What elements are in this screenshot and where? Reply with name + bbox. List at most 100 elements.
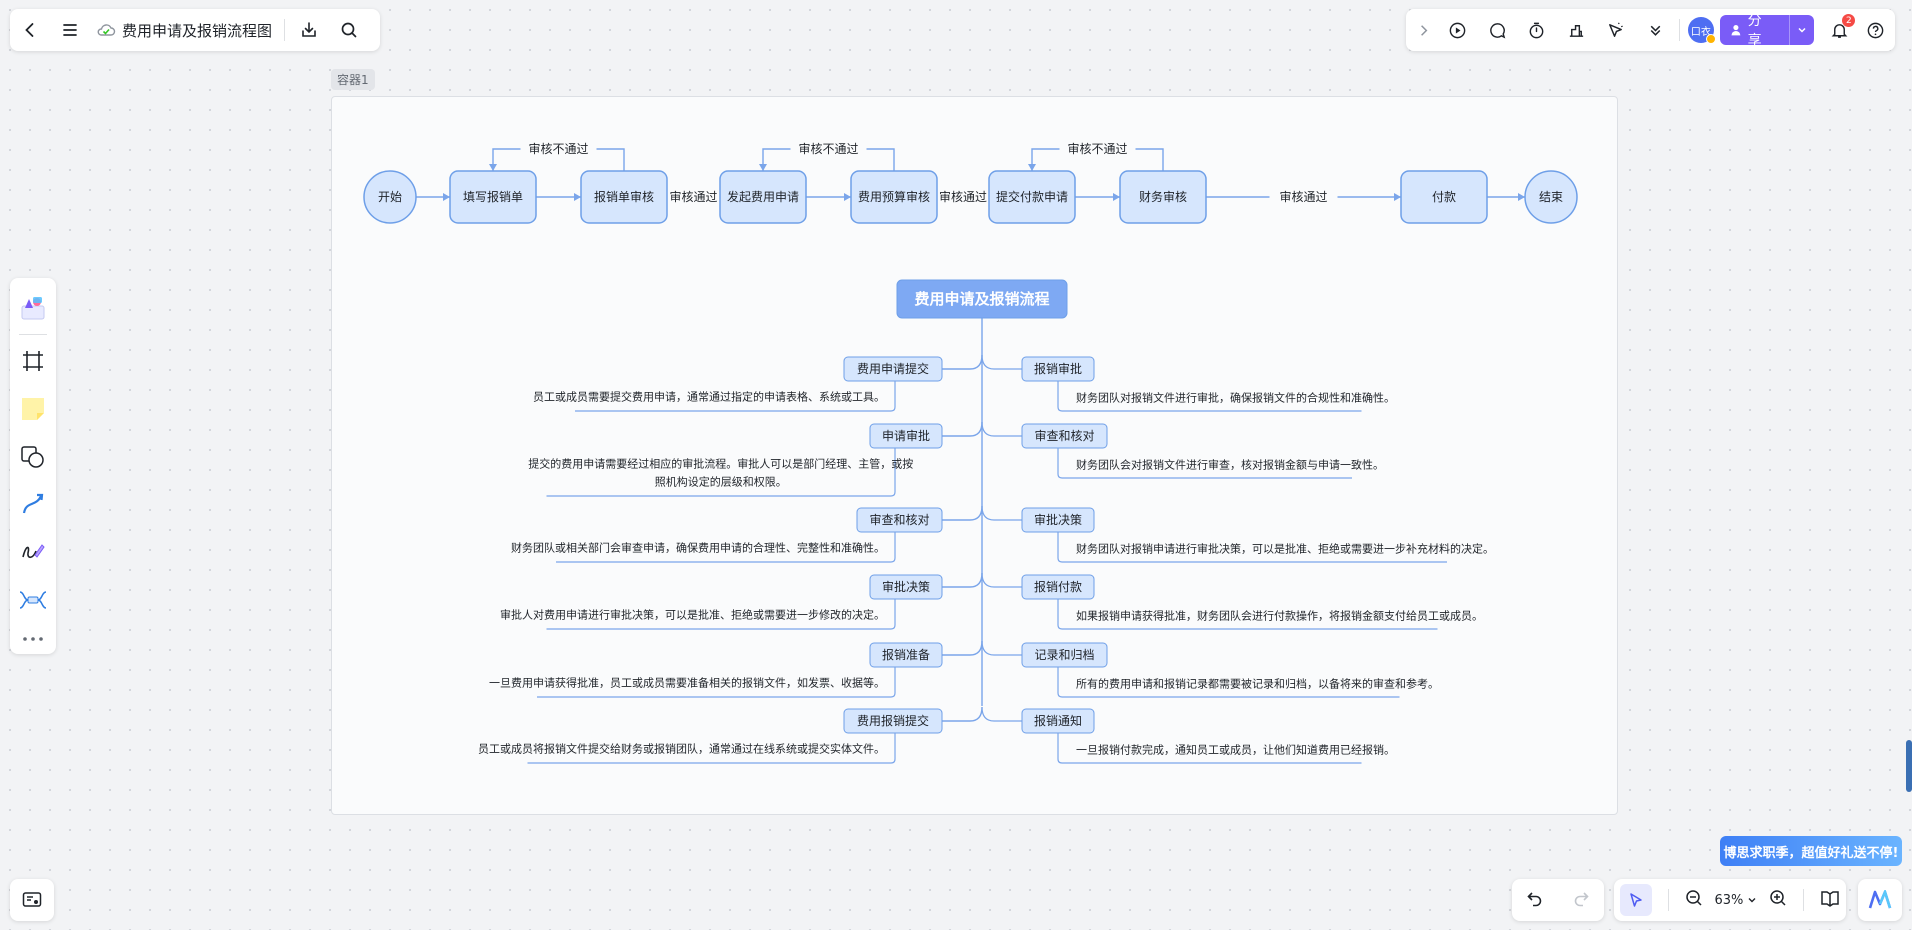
avatar[interactable]: 口衣 [1688,17,1716,44]
mindmap-branch-left[interactable] [869,423,943,449]
vote-button[interactable] [1556,9,1596,51]
zoom-out-icon [1685,890,1702,906]
more-tools-button[interactable] [1636,9,1676,51]
avatar-text: 口衣 [1690,26,1711,38]
comment-button[interactable] [1477,9,1517,51]
search-button[interactable] [329,9,369,51]
flow-node-label: 发起费用申请 [727,189,799,204]
mindmap-leaf-underline [1057,733,1362,764]
pen-tool-button[interactable] [10,528,56,576]
mindmap-leaf-text: 提交的费用申请需要经过相应的审批流程。审批人可以是部门经理、主管，或按 [528,457,913,471]
flow-node-pay[interactable] [1400,170,1488,224]
mindmap-branch-label: 审查和核对 [869,512,929,527]
present-button[interactable] [1438,9,1478,51]
menu-button[interactable] [50,9,90,51]
ai-assistant-button[interactable] [1858,879,1902,921]
vertical-scrollbar[interactable] [1906,740,1912,792]
frame-tool-button[interactable] [10,337,56,385]
mindmap-leaf-underline [527,733,896,764]
mindmap-branch-connector [942,354,983,370]
shape-tool-button[interactable] [10,433,56,481]
download-button[interactable] [289,9,329,51]
timer-button[interactable] [1517,9,1557,51]
flow-node-apply[interactable] [719,170,807,224]
redo-button[interactable] [1572,889,1590,911]
flow-node-finance[interactable] [1119,170,1207,224]
flow-arrowhead [1028,164,1036,171]
mindmap-branch-connector [981,354,1022,370]
template-library-button[interactable] [10,284,56,332]
zoom-out-button[interactable] [1685,889,1703,911]
flow-node-end[interactable] [1524,170,1578,224]
mindmap-leaf-text: 财务团队对报销文件进行审批，确保报销文件的合规性和准确性。 [1076,391,1395,405]
flow-node-fill[interactable] [449,170,537,224]
more-dots-icon [23,637,43,641]
flow-arrowhead [759,164,767,171]
mindmap-leaf-text: 一旦报销付款完成，通知员工或成员，让他们知道费用已经报销。 [1076,743,1395,757]
chevron-down-icon [1748,898,1756,903]
frame-icon [23,350,43,371]
mindmap-leaf-text: 财务团队会对报销文件进行审查，核对报销金额与申请一致性。 [1076,458,1384,472]
flow-node-start[interactable] [363,170,417,224]
more-tools-button[interactable] [10,624,56,654]
container-label[interactable]: 容器1 [331,69,375,90]
fit-view-button[interactable] [1820,889,1840,911]
undo-button[interactable] [1526,889,1544,911]
mindmap-leaf-text: 员工或成员需要提交费用申请，通常通过指定的申请表格、系统或工具。 [533,390,885,404]
edge-label-bg [520,139,597,159]
mindmap-branch-label: 报销付款 [1034,579,1082,594]
flow-node-submitpay[interactable] [988,170,1076,224]
promo-banner[interactable]: 博思求职季，超值好礼送不停! [1720,836,1902,866]
cursor-arrow-icon [1630,893,1642,907]
redo-icon [1574,892,1589,907]
mindmap-branch-left[interactable] [843,708,943,734]
share-button[interactable]: 分享 [1720,15,1789,45]
select-tool-button[interactable] [1619,884,1652,916]
mindmap-branch-connector [942,706,983,722]
mindmap-root[interactable] [896,279,1068,319]
chevron-left-icon [25,23,34,37]
add-user-icon [1731,24,1741,36]
mindmap-branch-left[interactable] [856,507,943,533]
mindmap-branch-label: 审批决策 [1034,512,1082,527]
flow-node-review1[interactable] [580,170,668,224]
back-button[interactable] [10,9,50,51]
edge-label-pass: 审核通过 [1279,189,1327,204]
notification-button[interactable]: 2 [1820,9,1860,51]
flow-node-budget[interactable] [850,170,938,224]
mindmap-tool-button[interactable] [10,576,56,624]
mindmap-branch-right[interactable] [1021,642,1108,668]
zoom-level-dropdown[interactable]: 63% [1715,893,1758,908]
mindmap-branch-label: 审批决策 [882,579,930,594]
podium-icon [1569,24,1583,37]
collapse-toolbar-button[interactable] [1410,9,1438,51]
edge-label-bg [659,187,728,207]
mindmap-branch-connector [981,640,1022,656]
zoom-in-icon [1770,890,1786,906]
help-button[interactable] [1859,9,1891,51]
shapes-icon [21,445,44,468]
document-title[interactable]: 费用申请及报销流程图 [122,21,273,40]
mindmap-icon [19,591,47,609]
minimap-button[interactable] [10,879,54,921]
mindmap-leaf-underline [556,532,896,563]
mindmap-branch-left[interactable] [869,642,943,668]
sticky-note-tool-button[interactable] [10,385,56,433]
edge-label-bg [1059,139,1136,159]
share-dropdown-button[interactable] [1789,15,1814,45]
zoom-in-button[interactable] [1769,889,1787,911]
flow-node-label: 付款 [1432,190,1456,204]
mindmap-branch-left[interactable] [869,574,943,600]
notification-badge: 2 [1842,14,1856,27]
connector-tool-button[interactable] [10,481,56,529]
laser-pointer-button[interactable] [1596,9,1636,51]
edge-label-pass: 审核通过 [939,189,987,204]
mindmap-branch-left[interactable] [843,356,943,382]
mindmap-branch-label: 费用申请提交 [857,361,929,376]
minimap-icon [22,892,42,907]
edge-label-fail: 审核不通过 [798,141,858,156]
mindmap-branch-connector [981,706,1022,722]
promo-text: 博思求职季，超值好礼送不停! [1723,845,1899,861]
mindmap-branch-label: 报销通知 [1034,713,1082,728]
mindmap-branch-right[interactable] [1021,423,1108,449]
